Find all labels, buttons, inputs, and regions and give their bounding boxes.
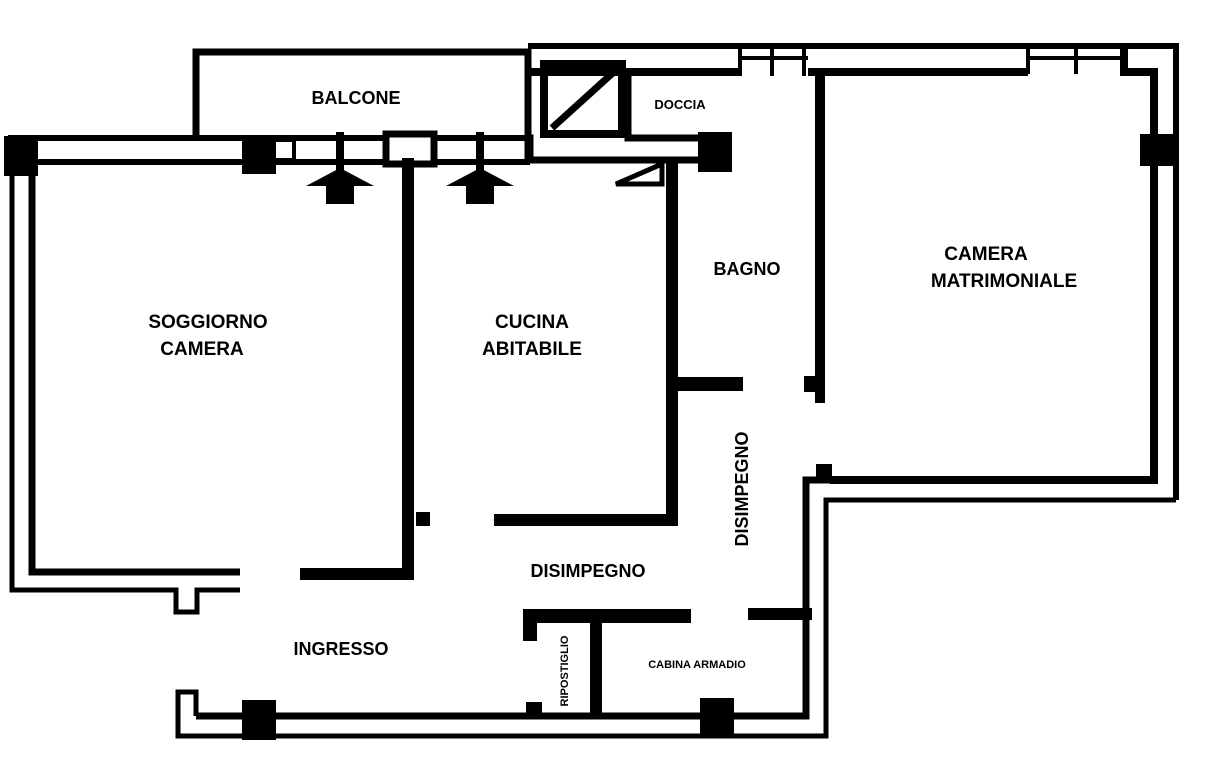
room-label-cabina-armadio: CABINA ARMADIO	[648, 659, 746, 671]
pillar	[4, 136, 38, 176]
wall-right-step-outer	[175, 497, 1176, 739]
pillar	[1140, 134, 1178, 166]
interior-walls	[300, 68, 832, 718]
room-label-disimpegno-horizontal: DISIMPEGNO	[530, 561, 645, 581]
pillar	[242, 138, 276, 174]
wall-cucina-bottom	[494, 158, 678, 526]
room-label-cucina-2: ABITABILE	[482, 339, 582, 360]
room-label-camera-matrimoniale-2: MATRIMONIALE	[931, 271, 1077, 292]
wall-left-inner	[28, 160, 240, 576]
wall-stub	[416, 512, 430, 526]
window-soggiorno	[272, 138, 296, 162]
wall-doccia	[526, 134, 704, 164]
vent-hood-icon	[446, 132, 514, 204]
wall-stub	[804, 376, 822, 392]
room-label-ripostiglio: RIPOSTIGLIO	[559, 635, 571, 706]
pillar	[242, 700, 276, 740]
room-label-disimpegno-vertical: DISIMPEGNO	[732, 431, 752, 546]
room-label-soggiorno-2: CAMERA	[160, 339, 244, 360]
pillars	[4, 132, 1178, 740]
wall-soggiorno-cucina	[300, 158, 414, 580]
room-label-camera-matrimoniale-1: CAMERA	[944, 244, 1028, 265]
window-bed	[1026, 46, 1126, 74]
vent-hood-icon	[306, 132, 374, 204]
wall-doccia-left	[624, 68, 724, 142]
balcony-outline	[192, 48, 532, 160]
room-label-balcone: BALCONE	[312, 88, 401, 108]
room-label-doccia: DOCCIA	[654, 97, 706, 112]
room-label-soggiorno-1: SOGGIORNO	[148, 312, 267, 333]
room-label-bagno: BAGNO	[714, 259, 781, 279]
wall-left-outer	[9, 138, 240, 615]
shower-tray	[540, 60, 626, 138]
room-label-cucina-1: CUCINA	[495, 312, 569, 333]
pillar	[700, 698, 734, 738]
wall-stub	[816, 464, 832, 482]
wall-storage-top	[523, 609, 691, 641]
room-label-ingresso: INGRESSO	[293, 639, 388, 659]
window-bath	[738, 46, 808, 76]
bath-door-swing	[615, 160, 665, 187]
wall-top-right-outer	[528, 43, 1179, 500]
wall-stub	[526, 702, 542, 718]
